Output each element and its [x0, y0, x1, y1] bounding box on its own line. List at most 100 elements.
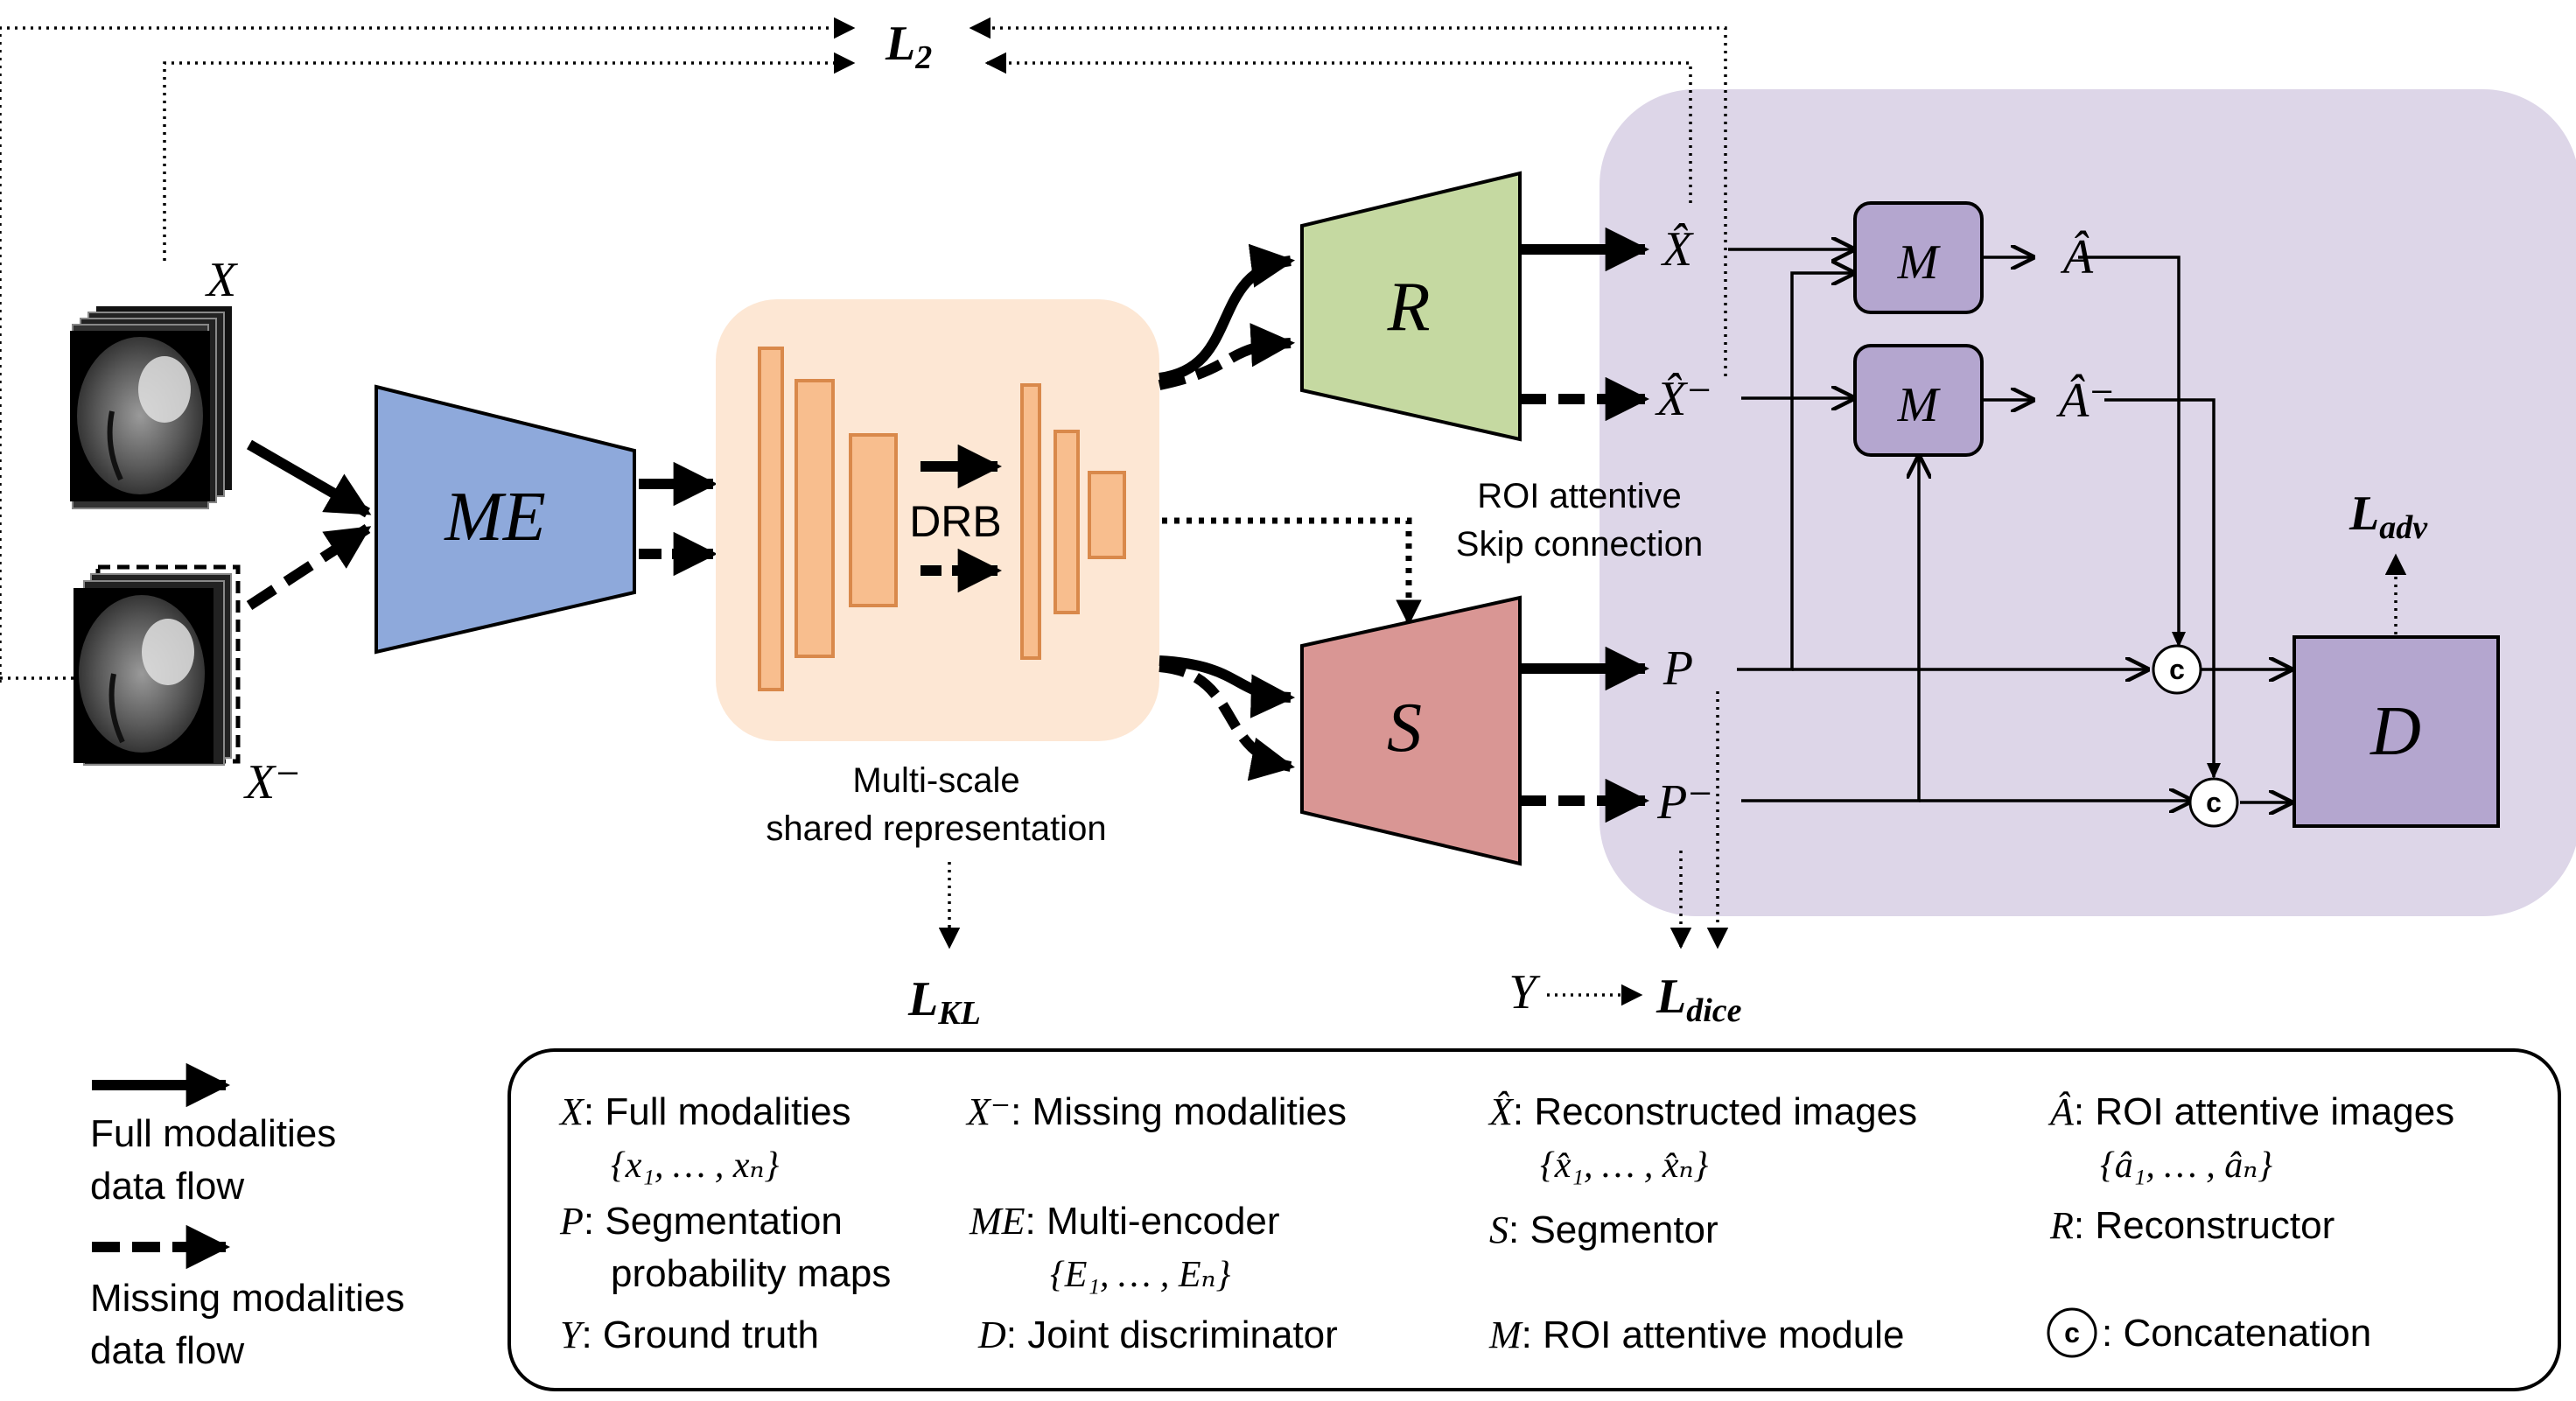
segmentor-block	[1300, 595, 1522, 866]
legend-xhat-desc: : Reconstructed images	[1513, 1090, 1917, 1133]
legend-concat-desc: : Concatenation	[2102, 1312, 2371, 1355]
legend-y-sym: Y	[560, 1313, 585, 1356]
legend-m-desc: : ROI attentive module	[1522, 1313, 1905, 1356]
legend-concat-circle	[2047, 1307, 2097, 1358]
l2-loss-lines	[0, 17, 1727, 683]
loss-kl-main: L	[907, 972, 938, 1026]
legend-concat-sym: c	[2064, 1317, 2080, 1348]
legend-x-set: {x₁, … , xₙ}	[611, 1145, 780, 1186]
legend-row-1: X: Full modalities {x₁, … , xₙ} X⁻: Miss…	[558, 1090, 2454, 1186]
arrow-missing-to-encoder	[246, 523, 372, 611]
legend-x-desc: : Full modalities	[584, 1090, 851, 1133]
legend-s-desc: : Segmentor	[1508, 1208, 1718, 1251]
loss-adv-sub: adv	[2379, 509, 2428, 546]
label-p-missing: P⁻	[1656, 775, 1713, 830]
arrow-shared-to-r-full	[1158, 243, 1295, 383]
legend-d-desc: : Joint discriminator	[1006, 1313, 1338, 1356]
segmentor-label: S	[1387, 690, 1422, 767]
arrow-shared-to-s-full	[1158, 655, 1296, 718]
loss-l2-sub: 2	[914, 39, 932, 76]
legend-p: P: Segmentation	[559, 1200, 843, 1243]
loss-dice-sub: dice	[1686, 992, 1741, 1029]
panel-connectors	[1728, 249, 2291, 802]
skip-caption-line1: ROI attentive	[1477, 477, 1681, 515]
loss-l2: L2	[885, 17, 932, 76]
legend-full-line1: Full modalities	[90, 1112, 336, 1155]
shared-caption-line1: Multi-scale	[852, 761, 1019, 800]
roi-module-bottom-label: M	[1897, 378, 1942, 432]
legend-d: D: Joint discriminator	[977, 1313, 1338, 1356]
legend-y-desc: : Ground truth	[581, 1313, 818, 1356]
loss-l2-main: L	[885, 17, 915, 71]
multi-encoder-block	[374, 384, 636, 655]
reconstructor-block	[1300, 171, 1522, 442]
label-x-hat-missing: X̂⁻	[1655, 372, 1712, 426]
legend-xhat: X̂: Reconstructed images	[1488, 1090, 1917, 1133]
loss-dice: Ldice	[1656, 970, 1742, 1029]
legend-xhat-set: {x̂₁, … , x̂ₙ}	[1540, 1145, 1709, 1186]
concat-node-top-label: c	[2169, 654, 2185, 685]
legend-d-sym: D	[977, 1313, 1006, 1356]
legend-missing-line2: data flow	[90, 1329, 244, 1372]
legend-r-desc: : Reconstructor	[2074, 1204, 2334, 1247]
legend-ahat-set: {â₁, … , âₙ}	[2100, 1145, 2272, 1186]
arrowhead-concat-bottom-in	[2207, 763, 2221, 779]
input-missing-modalities	[74, 564, 241, 766]
loss-adv-main: L	[2348, 487, 2379, 541]
label-x-missing: X⁻	[243, 755, 301, 809]
label-x-hat: X̂	[1661, 222, 1695, 277]
discriminator-label: D	[2370, 693, 2421, 770]
legend-me-set: {E₁, … , Eₙ}	[1050, 1255, 1231, 1295]
legend-xm-sym: X⁻	[965, 1090, 1011, 1133]
legend-ahat-sym: Â	[2048, 1090, 2075, 1133]
legend-missing-line1: Missing modalities	[90, 1277, 404, 1320]
arrow-shared-to-r-missing	[1158, 323, 1296, 390]
arrow-shared-to-s-missing	[1158, 662, 1295, 781]
loss-dice-main: L	[1656, 970, 1686, 1024]
concat-node-bottom-label: c	[2206, 787, 2222, 818]
symbol-legend-box	[508, 1048, 2561, 1391]
legend-full-line2: data flow	[90, 1165, 244, 1208]
arrow-full-to-encoder	[246, 439, 372, 518]
legend-xm: X⁻: Missing modalities	[965, 1090, 1347, 1133]
loss-adv: Ladv	[2348, 487, 2428, 546]
legend-x-sym: X	[558, 1090, 585, 1133]
loss-kl-sub: KL	[937, 995, 981, 1032]
concat-node-top	[2152, 644, 2202, 695]
shared-representation-bars	[758, 347, 1126, 691]
legend-r-sym: R	[2049, 1204, 2074, 1247]
legend-m-sym: M	[1488, 1313, 1523, 1356]
label-a-hat: Â	[2060, 230, 2094, 284]
legend-y: Y: Ground truth	[560, 1313, 819, 1356]
legend-s-sym: S	[1489, 1208, 1508, 1251]
legend-p-desc1: : Segmentation	[584, 1200, 843, 1243]
label-x-full: X	[205, 253, 239, 307]
legend-row-2: P: Segmentation probability maps ME: Mul…	[559, 1200, 2334, 1295]
legend-ahat-desc: : ROI attentive images	[2074, 1090, 2454, 1133]
legend-x: X: Full modalities	[558, 1090, 851, 1133]
legend-s: S: Segmentor	[1489, 1208, 1718, 1251]
label-y: Y	[1508, 965, 1541, 1019]
arrowhead-concat-top-in	[2172, 632, 2186, 648]
concat-node-bottom	[2188, 777, 2239, 828]
legend-m: M: ROI attentive module	[1488, 1313, 1904, 1356]
loss-kl: LKL	[907, 972, 981, 1032]
skip-caption-line2: Skip connection	[1456, 525, 1703, 564]
legend-me-desc: : Multi-encoder	[1026, 1200, 1280, 1243]
legend-r: R: Reconstructor	[2049, 1204, 2334, 1247]
shared-caption-line2: shared representation	[766, 809, 1106, 848]
legend-p-sym: P	[559, 1200, 584, 1243]
label-a-hat-missing: Â⁻	[2055, 374, 2115, 428]
input-full-modalities	[70, 306, 232, 509]
skip-connection-line	[1162, 517, 1422, 626]
multi-encoder-label: ME	[444, 479, 546, 556]
legend-xm-desc: : Missing modalities	[1011, 1090, 1347, 1133]
roi-module-top-label: M	[1897, 235, 1942, 290]
drb-label: DRB	[909, 497, 1002, 546]
label-p: P	[1662, 641, 1693, 696]
discriminator-block	[2292, 635, 2500, 828]
legend-me-sym: ME	[969, 1200, 1026, 1243]
legend-me: ME: Multi-encoder	[969, 1200, 1280, 1243]
legend-row-3: Y: Ground truth D: Joint discriminator M…	[560, 1307, 2371, 1358]
